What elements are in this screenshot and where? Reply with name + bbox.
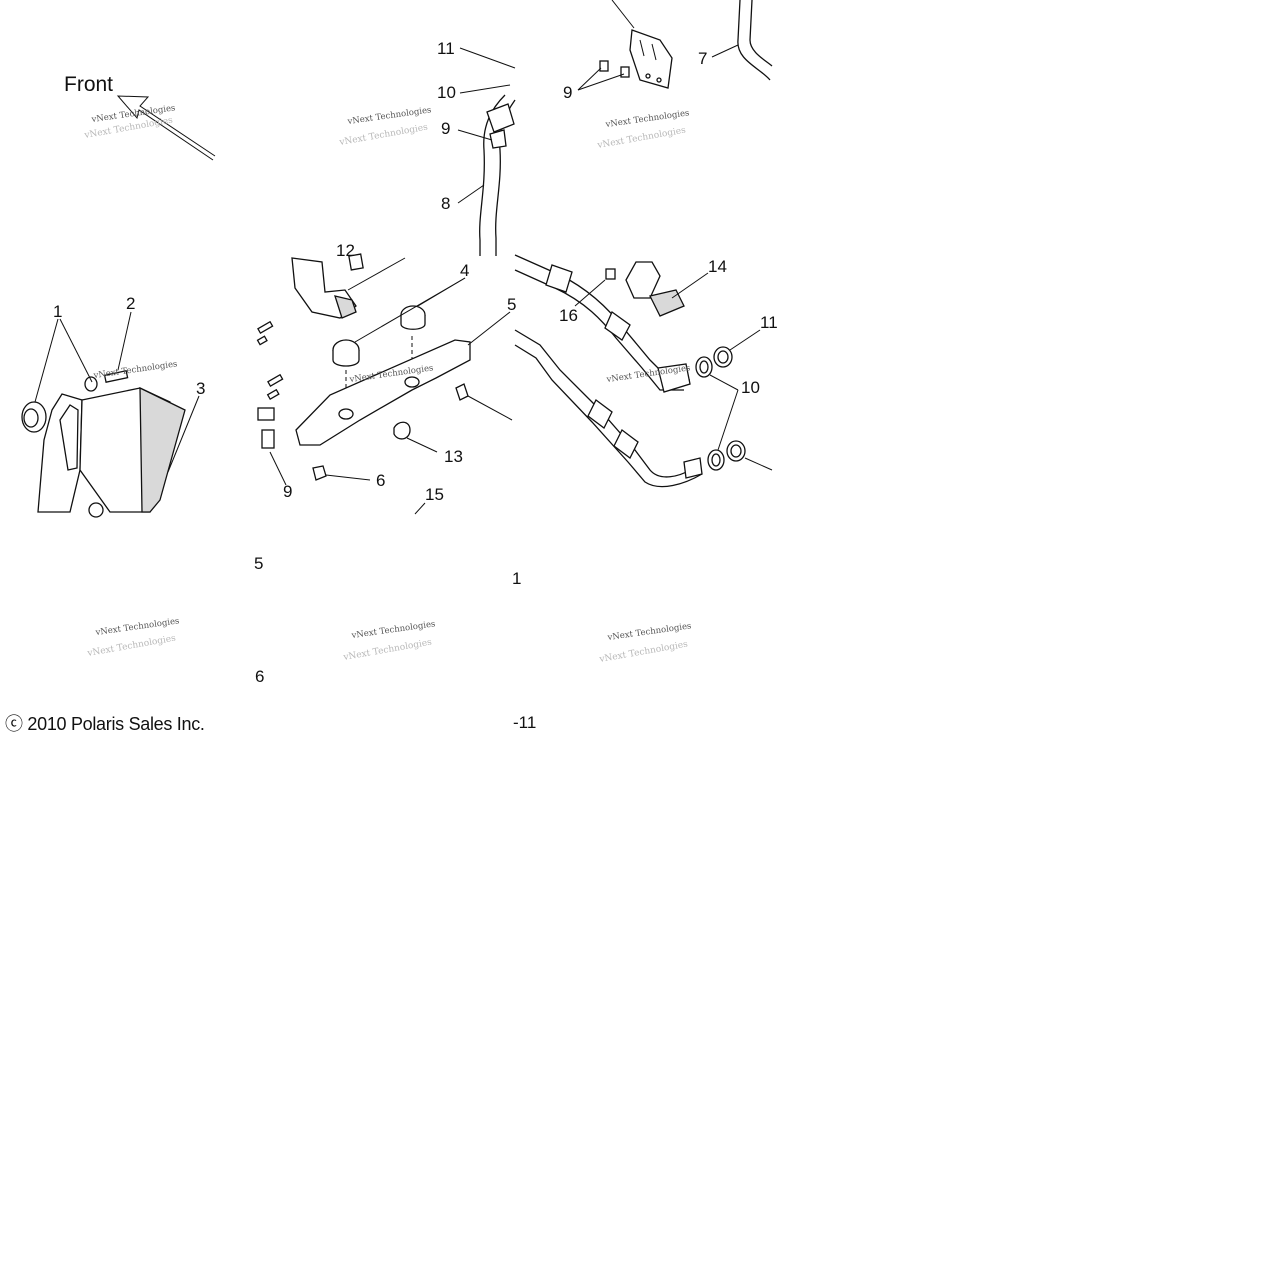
fragment-11: -11 [513,713,536,732]
callout-10-right: 10 [741,378,760,397]
callout-8: 8 [441,194,450,213]
watermark-shadow: vNext Technologies [342,638,433,664]
fragment-5: 5 [254,554,263,573]
front-arrow: Front [64,73,216,161]
callout-2: 2 [126,294,135,313]
left-assembly: 1 2 3 [21,294,205,518]
watermark-shadow: vNext Technologies [598,640,689,666]
callout-12-mid: 12 [336,241,355,260]
callout-11: 11 [437,39,455,58]
fragment-1: 1 [512,569,521,588]
front-label: Front [64,73,113,96]
right-mid-assembly: 14 16 11 10 [514,254,778,488]
watermark: vNext Technologies [606,621,692,643]
callout-9: 9 [441,119,450,138]
right-top-assembly: 9 7 [563,0,773,102]
center-top-assembly: 11 10 9 8 [437,39,516,256]
callout-7: 7 [698,49,707,68]
callout-5: 5 [507,295,516,314]
bolt-part [84,370,129,392]
watermark: vNext Technologies [92,359,178,381]
callout-10: 10 [437,83,456,102]
grommet-part [21,401,47,433]
callout-9-right: 9 [563,83,572,102]
fragment-6: 6 [255,667,264,686]
callout-6: 6 [376,471,385,490]
washer-parts [695,346,746,471]
callout-1: 1 [53,302,62,321]
copyright-notice: ⓒ 2010 Polaris Sales Inc. [5,714,205,734]
callout-15: 15 [425,485,444,504]
watermark: vNext Technologies [350,619,436,641]
callout-16: 16 [559,306,578,325]
callout-14: 14 [708,257,727,276]
callout-13: 13 [444,447,463,466]
frame-bracket-part [37,386,186,518]
center-mid-assembly: 12 4 5 13 6 9 [256,241,516,515]
callout-4: 4 [460,261,469,280]
callout-11-right: 11 [760,313,778,332]
callout-9-mid: 9 [283,482,292,501]
callout-3: 3 [196,379,205,398]
